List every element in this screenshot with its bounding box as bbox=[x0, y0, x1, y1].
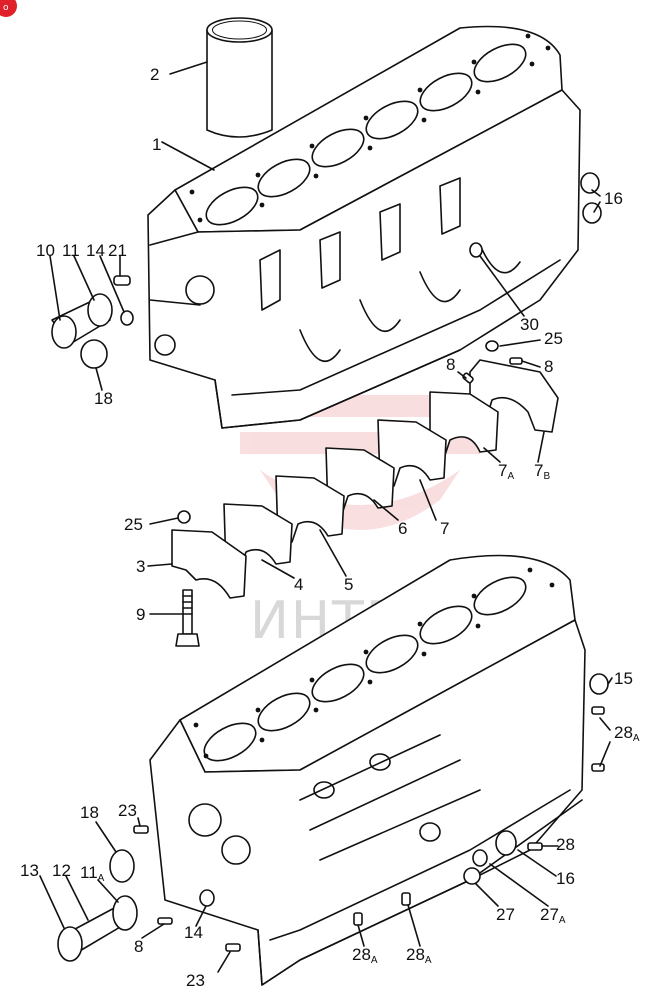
upper-plugs bbox=[580, 172, 602, 224]
label-10: 10 bbox=[36, 241, 55, 260]
leader-lines bbox=[39, 61, 613, 973]
label-27: 27 bbox=[496, 905, 515, 924]
cylinder-liner bbox=[206, 17, 273, 138]
label-1: 1 bbox=[152, 135, 161, 154]
label-7a: 7A bbox=[498, 461, 514, 482]
label-28a-right: 28A bbox=[614, 723, 640, 744]
label-15: 15 bbox=[614, 669, 633, 688]
corner-badge-text: o bbox=[3, 3, 9, 13]
lower-small-parts bbox=[57, 673, 609, 962]
label-11: 11 bbox=[62, 241, 80, 260]
label-5: 5 bbox=[344, 575, 353, 594]
label-7: 7 bbox=[440, 519, 449, 538]
label-16-lower: 16 bbox=[556, 869, 575, 888]
label-8-left: 8 bbox=[446, 355, 455, 374]
label-4: 4 bbox=[294, 575, 303, 594]
label-23-lower: 23 bbox=[186, 971, 205, 990]
label-25-lower: 25 bbox=[124, 515, 143, 534]
label-25-upper: 25 bbox=[544, 329, 563, 348]
lower-cylinder-block bbox=[149, 554, 586, 986]
label-2: 2 bbox=[150, 65, 159, 84]
main-bearing-caps bbox=[171, 340, 559, 599]
corner-badge: o bbox=[0, 0, 17, 17]
label-14: 14 bbox=[86, 241, 105, 260]
label-18-lower: 18 bbox=[80, 803, 99, 822]
label-28a-left: 28A bbox=[352, 945, 378, 966]
label-21: 21 bbox=[108, 241, 127, 260]
label-6: 6 bbox=[398, 519, 407, 538]
label-7b: 7B bbox=[534, 461, 550, 482]
upper-cylinder-block bbox=[147, 25, 581, 429]
label-23-upper: 23 bbox=[118, 801, 137, 820]
main-bearing-bolt bbox=[175, 589, 200, 647]
label-28a-mid: 28A bbox=[406, 945, 432, 966]
label-18-upper: 18 bbox=[94, 389, 113, 408]
label-11a: 11A bbox=[80, 863, 105, 884]
part-labels: 2 1 10 11 14 21 18 16 30 25 8 8 7A 7B 7 … bbox=[20, 65, 640, 990]
label-13: 13 bbox=[20, 861, 39, 880]
label-27a: 27A bbox=[540, 905, 566, 926]
label-16-upper: 16 bbox=[604, 189, 623, 208]
upper-plug-30 bbox=[469, 242, 483, 258]
label-30: 30 bbox=[520, 315, 539, 334]
upper-cam-bushings bbox=[51, 275, 134, 369]
label-8-right: 8 bbox=[544, 357, 553, 376]
label-28: 28 bbox=[556, 835, 575, 854]
label-14-lower: 14 bbox=[184, 923, 203, 942]
label-8-lower: 8 bbox=[134, 937, 143, 956]
label-3: 3 bbox=[136, 557, 145, 576]
label-9: 9 bbox=[136, 605, 145, 624]
label-12: 12 bbox=[52, 861, 71, 880]
